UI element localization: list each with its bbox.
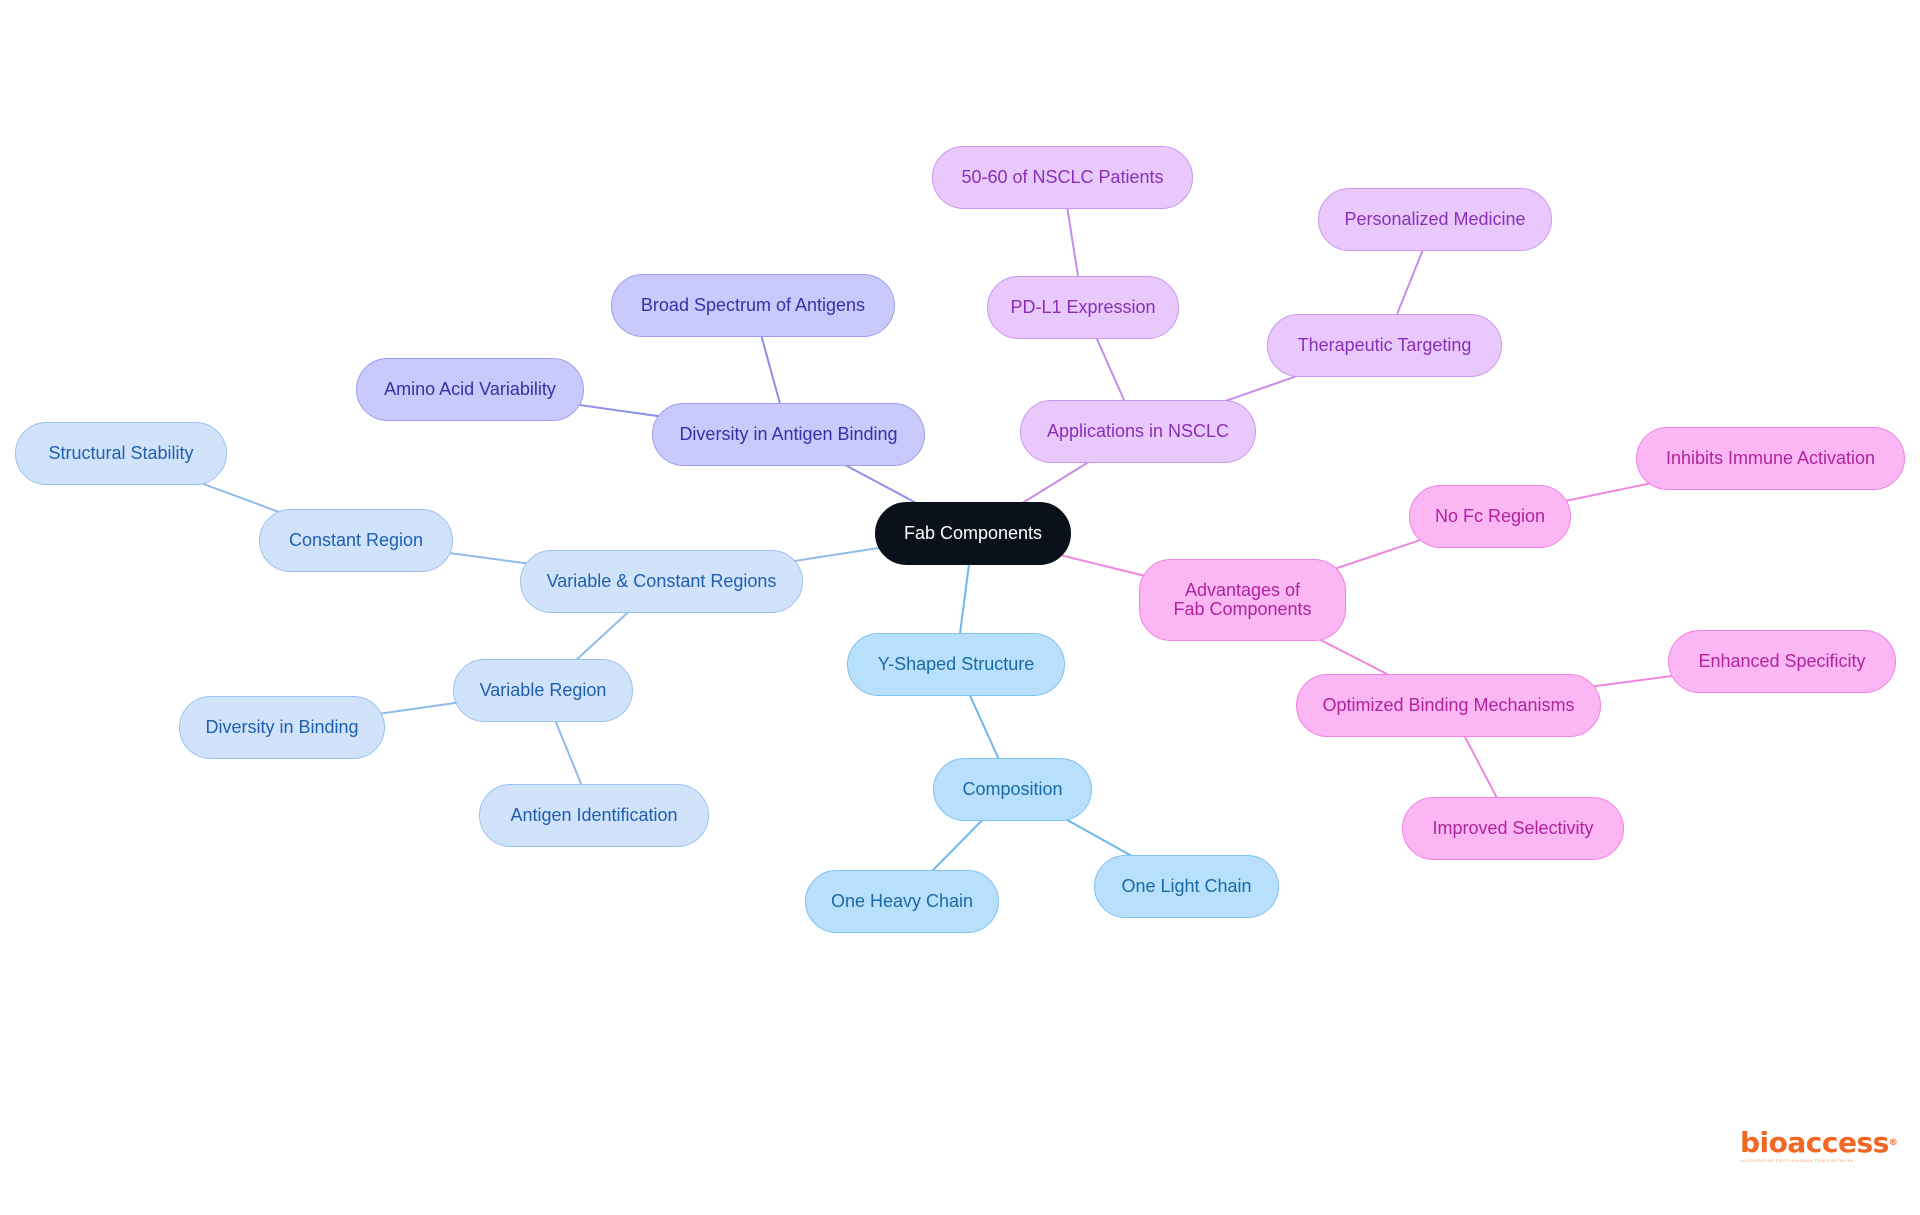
node-amino-acid-variability: Amino Acid Variability [356, 358, 584, 421]
node-optimized-binding-mechanisms: Optimized Binding Mechanisms [1296, 674, 1601, 737]
node-composition: Composition [933, 758, 1092, 821]
node-no-fc-region: No Fc Region [1409, 485, 1571, 548]
logo-tagline: ACCELERATING FIRST-IN-HUMAN TRIALS NETWO… [1740, 1158, 1854, 1163]
bioaccess-logo: bioaccess® ACCELERATING FIRST-IN-HUMAN T… [1740, 1128, 1898, 1168]
node-diversity-in-binding: Diversity in Binding [179, 696, 385, 759]
node-pd-l1-expression: PD-L1 Expression [987, 276, 1179, 339]
logo-wordmark: bioaccess [1740, 1126, 1889, 1159]
node-advantages-of-fab-components: Advantages of Fab Components [1139, 559, 1346, 641]
node-inhibits-immune-activation: Inhibits Immune Activation [1636, 427, 1905, 490]
node-personalized-medicine: Personalized Medicine [1318, 188, 1552, 251]
node-constant-region: Constant Region [259, 509, 453, 572]
node-enhanced-specificity: Enhanced Specificity [1668, 630, 1896, 693]
node-one-light-chain: One Light Chain [1094, 855, 1279, 918]
node-nsclc-patients: 50-60 of NSCLC Patients [932, 146, 1193, 209]
node-diversity-in-antigen-binding: Diversity in Antigen Binding [652, 403, 925, 466]
node-variable-region: Variable Region [453, 659, 633, 722]
node-antigen-identification: Antigen Identification [479, 784, 709, 847]
node-broad-spectrum-of-antigens: Broad Spectrum of Antigens [611, 274, 895, 337]
node-variable-constant-regions: Variable & Constant Regions [520, 550, 803, 613]
node-fab-components: Fab Components [875, 502, 1071, 565]
node-therapeutic-targeting: Therapeutic Targeting [1267, 314, 1502, 377]
node-structural-stability: Structural Stability [15, 422, 227, 485]
node-y-shaped-structure: Y-Shaped Structure [847, 633, 1065, 696]
logo-registered-mark: ® [1888, 1138, 1898, 1148]
node-applications-in-nsclc: Applications in NSCLC [1020, 400, 1256, 463]
node-improved-selectivity: Improved Selectivity [1402, 797, 1624, 860]
node-one-heavy-chain: One Heavy Chain [805, 870, 999, 933]
